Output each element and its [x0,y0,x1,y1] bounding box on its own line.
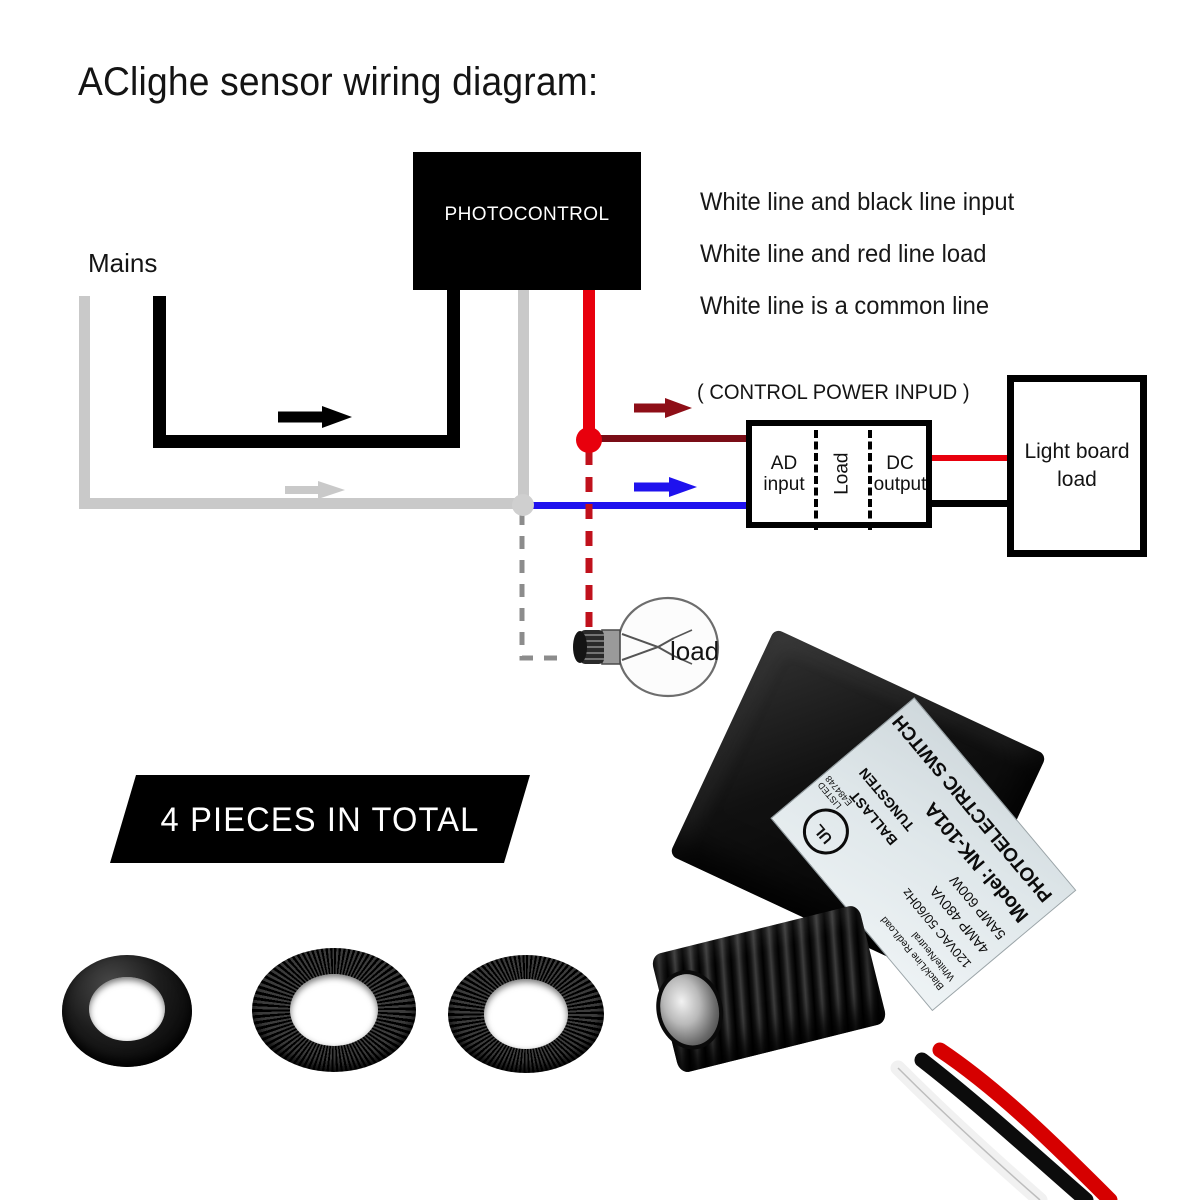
module-ad-input-line2: input [763,474,805,495]
ul-mark-icon [793,799,859,864]
module-load-label: Load [831,452,853,496]
red-lead-wire [932,1042,1118,1200]
red-wire-photocontrol-drop [583,288,595,443]
ring-hole [290,974,378,1046]
mounting-ring-knurled-2 [448,955,604,1073]
junction-dot-icon-white [512,494,534,516]
module-ad-input-line1: AD [770,452,798,474]
junction-dot-icon-red [576,427,602,453]
photocontrol-label: PHOTOCONTROL [444,204,610,225]
black-lead-wire [914,1052,1094,1200]
mains-label: Mains [88,248,158,278]
note-line-3: White line is a common line [700,292,990,320]
module-ad-input-cell: AD input [752,426,816,522]
white-lead-wire-edge [897,1067,1041,1200]
control-power-input-label: ( CONTROL POWER INPUD ) [697,381,970,404]
light-bulb-icon [573,596,720,698]
black-wire-left-vertical [153,296,166,448]
white-wire-left-vertical [79,296,90,508]
device-wire-layer [890,1042,1118,1200]
black-wire-bottom-horizontal [153,435,460,448]
pieces-banner-text: 4 PIECES IN TOTAL [160,801,480,839]
arrow-right-icon-black [278,406,352,428]
note-line-2: White line and red line load [700,240,987,268]
light-board-load-text: Light board load [1014,438,1140,495]
red-wire-module-to-lightboard [930,455,1012,461]
red-wire-to-module [589,435,749,442]
ring-hole [484,979,568,1049]
white-wire-photocontrol-drop [518,288,529,503]
control-module-box: AD input Load DC output [746,420,932,530]
black-wire-module-to-lightboard [930,500,1012,507]
module-divider-2 [868,430,872,530]
light-board-load-box: Light board load [1007,375,1147,557]
white-wire-bottom-horizontal [79,498,529,509]
arrow-right-icon-red [634,398,692,418]
module-dc-output-line1: DC [886,452,914,474]
module-dc-output-line2: output [873,474,927,495]
mounting-ring-smooth [62,955,192,1067]
photocontrol-box: PHOTOCONTROL [413,152,641,290]
black-wire-right-vertical [447,288,460,448]
module-dc-output-cell: DC output [868,426,932,522]
dashed-white-wire-to-bulb [519,512,566,661]
module-divider-1 [814,430,818,530]
module-load-cell: Load [816,426,868,522]
note-line-1: White line and black line input [700,188,1015,216]
light-board-line2: load [1057,468,1097,492]
arrow-right-icon-blue [634,477,697,497]
photoelectric-switch-device: PHOTOELECTRIC SWITCH Model: NK-101A 5AMP… [640,628,1200,1200]
bulb-load-label: load [670,636,720,666]
ring-hole [89,977,165,1041]
mounting-ring-knurled-1 [252,948,416,1072]
page-title: AClighe sensor wiring diagram: [78,60,599,104]
light-board-line1: Light board [1024,440,1130,463]
arrow-right-icon-white [285,481,345,499]
blue-wire-to-module [520,502,750,509]
pieces-banner: 4 PIECES IN TOTAL [110,775,530,863]
